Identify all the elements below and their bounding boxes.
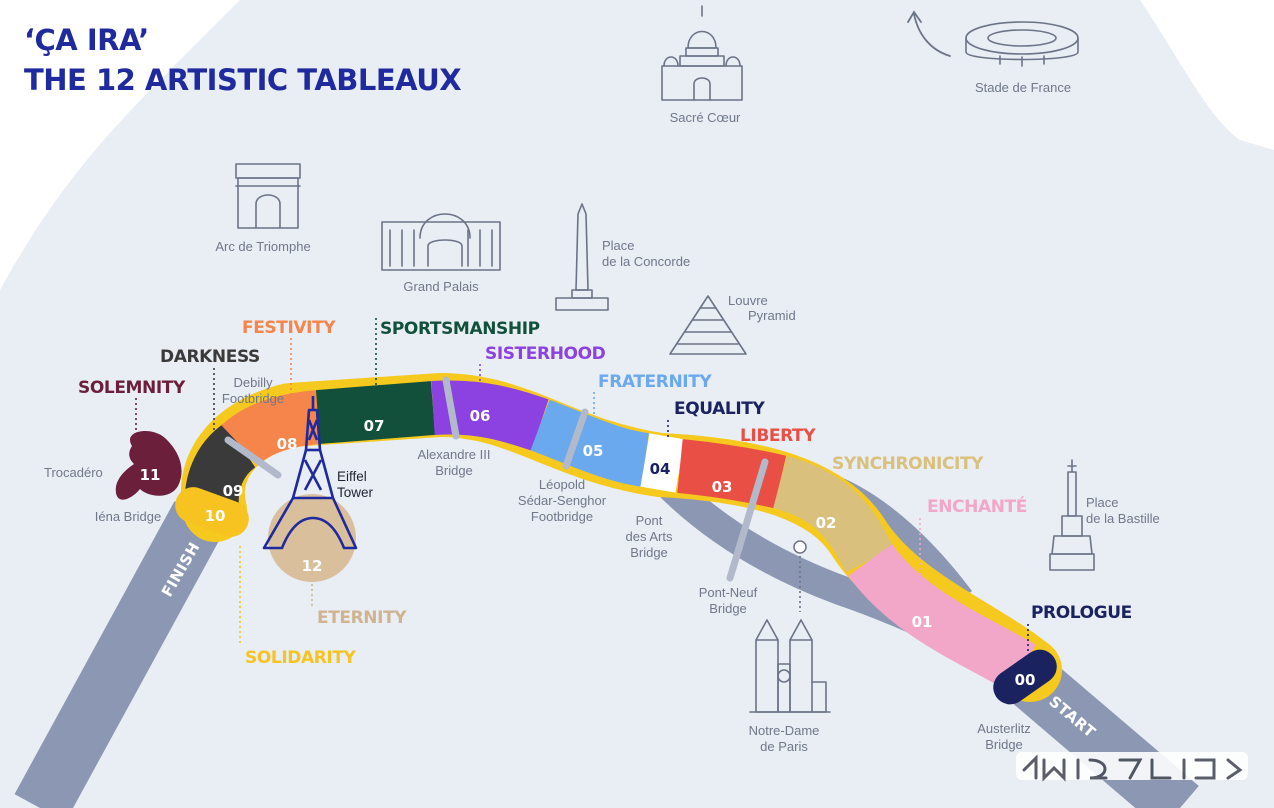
- segment-04: [640, 433, 685, 493]
- label-senghor-3: Footbridge: [531, 509, 593, 524]
- leader-lines: [135, 318, 1029, 652]
- number-04: 04: [650, 460, 671, 478]
- tableau-name-07: SPORTSMANSHIP: [380, 319, 540, 339]
- marker-10: [175, 487, 249, 537]
- bridge-markers: [224, 376, 769, 582]
- label-pontneuf-2: Bridge: [709, 601, 747, 616]
- notre-dame-icon: [749, 619, 831, 713]
- label-eiffel-2: Tower: [337, 485, 374, 500]
- label-austerlitz-2: Bridge: [985, 737, 1023, 752]
- label-arts-1: Pont: [636, 513, 663, 528]
- segment-06: [431, 380, 549, 451]
- label-notre-dame-1: Notre-Dame: [749, 723, 820, 738]
- tableau-name-01: ENCHANTÉ: [927, 495, 1027, 517]
- arrow-icon: [907, 10, 951, 57]
- label-pontneuf-1: Pont-Neuf: [699, 585, 758, 600]
- label-senghor-1: Léopold: [539, 477, 585, 492]
- label-louvre-2: Pyramid: [748, 308, 796, 323]
- number-09: 09: [223, 482, 244, 500]
- watermark: [1016, 752, 1248, 782]
- marker-00: [993, 649, 1057, 705]
- label-alexandre-1: Alexandre III: [418, 447, 491, 462]
- number-06: 06: [470, 407, 491, 425]
- obelisk-icon: [555, 203, 609, 311]
- number-08: 08: [277, 435, 298, 453]
- marker-11: [115, 431, 182, 500]
- label-trocadero: Trocadéro: [44, 465, 103, 480]
- label-louvre-1: Louvre: [728, 293, 768, 308]
- segment-03: [677, 439, 787, 509]
- tableau-name-12: ETERNITY: [317, 608, 407, 628]
- segment-02: [772, 455, 895, 573]
- number-05: 05: [583, 442, 604, 460]
- tableau-name-10: SOLIDARITY: [245, 648, 357, 668]
- tableau-name-00: PROLOGUE: [1031, 603, 1132, 623]
- label-arc-de-triomphe: Arc de Triomphe: [215, 239, 310, 254]
- label-senghor-2: Sédar-Senghor: [518, 493, 607, 508]
- segment-05: [530, 399, 650, 487]
- sacre-coeur-icon: [661, 5, 743, 101]
- tableau-name-05: FRATERNITY: [598, 372, 712, 392]
- tableau-name-09: DARKNESS: [160, 347, 260, 367]
- label-iena-bridge: Iéna Bridge: [95, 509, 162, 524]
- label-austerlitz-1: Austerlitz: [977, 721, 1030, 736]
- tableau-name-03: LIBERTY: [740, 426, 816, 446]
- label-grand-palais: Grand Palais: [403, 279, 479, 294]
- eiffel-tower-icon: [262, 396, 358, 550]
- number-07: 07: [364, 417, 385, 435]
- label-eiffel-1: Eiffel: [337, 469, 367, 484]
- label-sacre-coeur: Sacré Cœur: [670, 110, 741, 125]
- label-debilly-1: Debilly: [233, 375, 273, 390]
- segment-01: [848, 543, 1036, 692]
- map-title-line-1: ‘ÇA IRA’: [24, 23, 149, 57]
- map-title-line-2: THE 12 ARTISTIC TABLEAUX: [24, 63, 461, 97]
- label-bastille-2: de la Bastille: [1086, 511, 1160, 526]
- number-01: 01: [912, 613, 933, 631]
- tableau-name-02: SYNCHRONICITY: [832, 454, 984, 474]
- tableau-name-08: FESTIVITY: [242, 318, 336, 338]
- number-12: 12: [302, 557, 323, 575]
- number-02: 02: [816, 514, 837, 532]
- grand-palais-icon: [381, 213, 501, 271]
- label-concorde-2: de la Concorde: [602, 254, 690, 269]
- number-11: 11: [140, 466, 161, 484]
- number-00: 00: [1015, 671, 1036, 689]
- label-concorde-1: Place: [602, 238, 635, 253]
- number-10: 10: [205, 507, 226, 525]
- label-stade-de-france: Stade de France: [975, 80, 1071, 95]
- tableau-name-06: SISTERHOOD: [485, 344, 606, 364]
- notre-dame-marker: [793, 540, 807, 554]
- tableau-name-11: SOLEMNITY: [78, 378, 186, 398]
- segment-07: [315, 381, 436, 444]
- louvre-pyramid-icon: [669, 295, 747, 355]
- label-arts-3: Bridge: [630, 545, 668, 560]
- arc-de-triomphe-icon: [235, 163, 301, 229]
- label-arts-2: des Arts: [626, 529, 673, 544]
- label-debilly-2: Footbridge: [222, 391, 284, 406]
- label-bastille-1: Place: [1086, 495, 1119, 510]
- label-notre-dame-2: de Paris: [760, 739, 808, 754]
- label-alexandre-2: Bridge: [435, 463, 473, 478]
- tableau-name-04: EQUALITY: [674, 399, 765, 419]
- number-03: 03: [712, 478, 733, 496]
- stade-de-france-icon: [965, 21, 1079, 67]
- marker-12: [268, 494, 356, 582]
- bastille-column-icon: [1049, 459, 1095, 571]
